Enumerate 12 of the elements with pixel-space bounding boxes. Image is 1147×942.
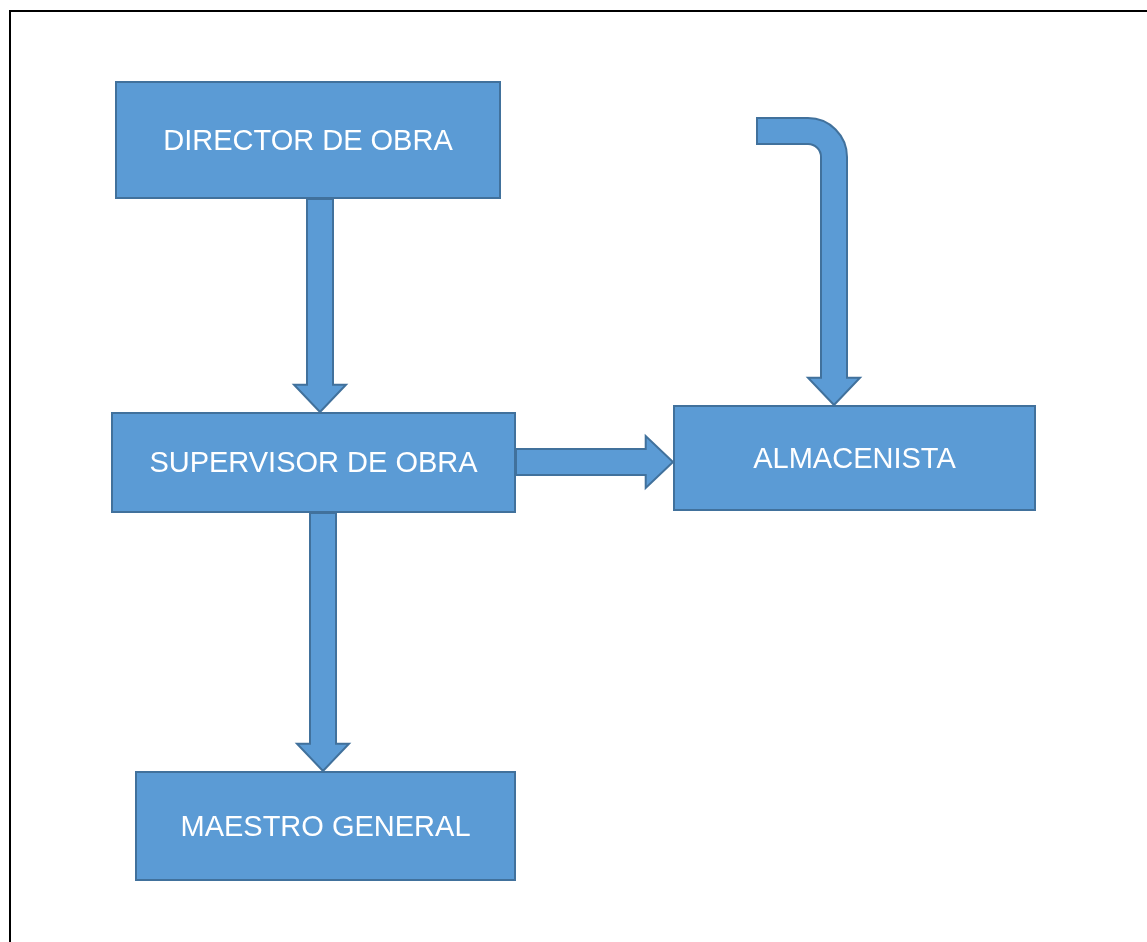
process-box — [115, 81, 501, 199]
block-arrow — [294, 512, 352, 773]
process-box — [111, 412, 516, 513]
box-label: SUPERVISOR DE OBRA — [149, 446, 478, 479]
block-arrow — [515, 433, 675, 491]
box-label: ALMACENISTA — [753, 441, 956, 475]
process-box — [673, 405, 1036, 511]
block-arrow — [291, 198, 349, 414]
box-label: MAESTRO GENERAL — [180, 809, 471, 843]
block-arrow — [756, 117, 861, 406]
process-box — [135, 771, 516, 881]
box-label: DIRECTOR DE OBRA — [163, 123, 453, 157]
